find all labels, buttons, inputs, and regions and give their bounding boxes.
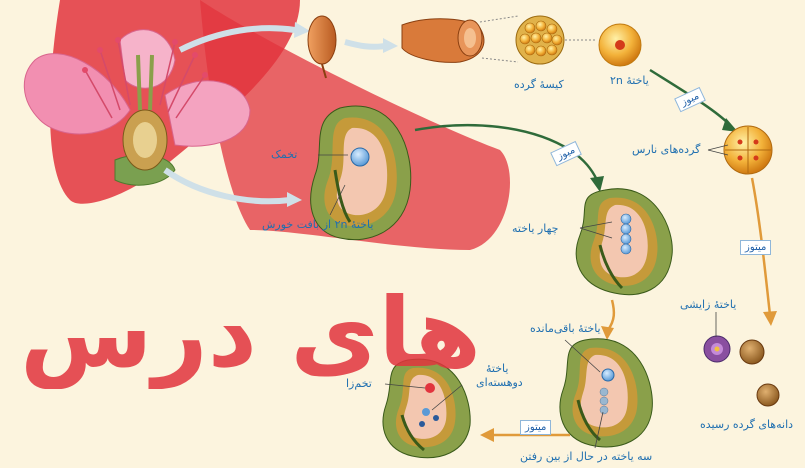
immature-pollen-tetrad bbox=[724, 126, 772, 174]
mature-pollen-grains bbox=[740, 340, 779, 406]
tag-mitosis-bottom: میتوز bbox=[520, 420, 551, 435]
ovule-remaining-cell bbox=[560, 339, 652, 447]
label-three-degenerating: سه یاخته در حال از بین رفتن bbox=[520, 450, 652, 463]
tag-mitosis-right: میتوز bbox=[740, 240, 771, 255]
label-binucleate-cell-line1: یاختهٔ bbox=[486, 362, 508, 375]
label-cell-2n: یاختهٔ ۲n bbox=[610, 74, 649, 87]
label-generative-cell: یاختهٔ زایشی bbox=[680, 298, 736, 311]
watermark-text: های درس bbox=[20, 278, 481, 388]
label-remaining-cell: یاختهٔ باقی‌مانده bbox=[530, 322, 601, 335]
pollen-sac bbox=[516, 16, 564, 64]
pollen-with-generative-cell bbox=[704, 336, 730, 362]
cell-2n bbox=[599, 24, 641, 66]
label-binucleate-cell-line2: دوهسته‌ای bbox=[476, 376, 523, 389]
label-egg-cell: تخم‌زا bbox=[346, 377, 372, 390]
label-cell-2n-nucellus: یاختهٔ ۲n از بافت خورش bbox=[262, 218, 373, 231]
arrow-to-remaining-cell bbox=[608, 300, 614, 330]
ovule-four-cells bbox=[576, 189, 672, 295]
label-mature-pollen: دانه‌های گرده رسیده bbox=[700, 418, 793, 431]
label-immature-pollen: گرده‌های نارس bbox=[632, 143, 700, 156]
label-four-cells: چهار یاخته bbox=[512, 222, 558, 235]
label-pollen-sac: کیسهٔ گرده bbox=[514, 78, 564, 91]
label-ovule: تخمک bbox=[271, 148, 297, 161]
anther-section bbox=[402, 19, 484, 63]
